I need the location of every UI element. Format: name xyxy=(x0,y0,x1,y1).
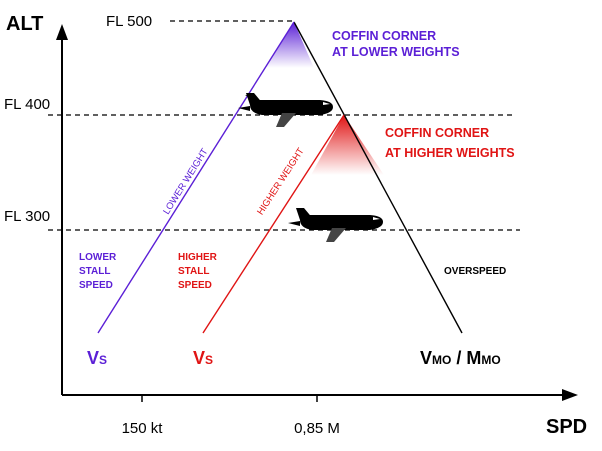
x-axis-arrow xyxy=(562,389,578,401)
x-axis-label: SPD xyxy=(546,416,587,438)
coffin-lower-line2: AT LOWER WEIGHTS xyxy=(332,45,460,59)
coffin-corner-higher-area xyxy=(311,115,384,175)
mmo-mo: MO xyxy=(481,353,500,367)
lower-stall-line3: SPEED xyxy=(79,280,113,291)
vs-higher-v: V xyxy=(193,348,205,368)
y-axis-label: ALT xyxy=(6,13,43,35)
y-axis-arrow xyxy=(56,24,68,40)
overspeed-label: OVERSPEED xyxy=(444,266,506,277)
airplane-icon-fl300 xyxy=(288,208,383,242)
vmo-mo: MO xyxy=(432,353,451,367)
higher-weight-label: HIGHER WEIGHT xyxy=(255,146,307,217)
x-tick-label-085m: 0,85 M xyxy=(294,420,340,437)
vmo-mmo-label: VMO / MMO xyxy=(420,348,501,368)
coffin-lower-line1: COFFIN CORNER xyxy=(332,29,436,43)
lower-weight-label: LOWER WEIGHT xyxy=(161,147,210,217)
higher-stall-line2: STALL xyxy=(178,266,209,277)
higher-weight-stall-line xyxy=(202,114,345,334)
vs-higher-s: S xyxy=(205,353,213,367)
vs-higher-weight-label: VS xyxy=(193,348,213,368)
vs-lower-s: S xyxy=(99,353,107,367)
lower-weight-stall-line xyxy=(97,21,295,334)
x-tick-label-150kt: 150 kt xyxy=(122,420,164,437)
lower-stall-line2: STALL xyxy=(79,266,110,277)
higher-stall-line3: SPEED xyxy=(178,280,212,291)
higher-stall-line1: HIGHER xyxy=(178,252,218,263)
coffin-higher-line2: AT HIGHER WEIGHTS xyxy=(385,146,515,160)
vs-lower-weight-label: VS xyxy=(87,348,107,368)
vmo-mmo-line xyxy=(293,21,463,334)
lower-stall-line1: LOWER xyxy=(79,252,117,263)
coffin-higher-line1: COFFIN CORNER xyxy=(385,126,489,140)
fl500-label: FL 500 xyxy=(106,13,152,30)
coffin-corner-lower-area xyxy=(266,22,314,68)
fl400-label: FL 400 xyxy=(4,96,50,113)
vmo-sep: / xyxy=(451,348,466,368)
mmo-m: M xyxy=(466,348,481,368)
axes xyxy=(56,24,578,402)
fl300-label: FL 300 xyxy=(4,208,50,225)
airplane-icon-fl400 xyxy=(238,93,333,127)
vmo-v: V xyxy=(420,348,432,368)
vs-lower-v: V xyxy=(87,348,99,368)
